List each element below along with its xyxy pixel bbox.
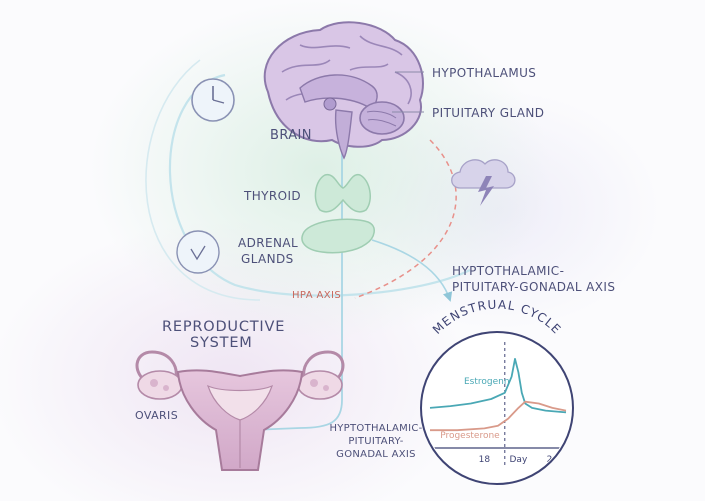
x-tick-label-1: 18 xyxy=(479,455,491,465)
hpg-bottom-label-line3: GONADAL AXIS xyxy=(336,449,416,460)
x-axis-label: Day xyxy=(510,455,528,465)
reproductive-label-line1: REPRODUCTIVE xyxy=(162,319,286,335)
brain-illustration xyxy=(263,21,424,160)
hpg-bottom-label-line1: HYPTOTHALAMIC- xyxy=(329,423,423,434)
series-label-2: Progesterone xyxy=(440,431,500,441)
series-line-1 xyxy=(429,357,567,414)
adrenal-to-cycle-arrow xyxy=(371,239,453,302)
adrenal-label-line1: ADRENAL xyxy=(238,236,299,250)
brain-to-repro-line xyxy=(247,150,343,436)
hpa-axis-label: HPA AXIS xyxy=(292,290,342,301)
uterus-illustration xyxy=(135,350,345,471)
ovaries-label: OVARIS xyxy=(135,409,179,422)
hpa-axis-curve xyxy=(168,73,471,297)
thyroid-label: THYROID xyxy=(244,189,302,203)
storm-cloud-icon xyxy=(451,159,516,206)
clock-icon xyxy=(191,78,235,122)
hpg-axis-label-line2: PITUITARY-GONADAL AXIS xyxy=(452,280,616,294)
hpg-axis-label-line1: HYPTOTHALAMIC- xyxy=(452,264,565,278)
emotion-circle-icon xyxy=(176,230,220,274)
series-label-1: Estrogenn xyxy=(464,377,510,387)
left-feedback-curve xyxy=(145,59,261,301)
hpg-bottom-label-line2: PITUITARY- xyxy=(348,436,404,447)
stress-dashed-line xyxy=(354,139,457,299)
adrenal-label-line2: GLANDS xyxy=(241,252,294,266)
hypothalamus-label: HYPOTHALAMUS xyxy=(432,66,537,80)
reproductive-label-line2: SYSTEM xyxy=(190,335,253,351)
adrenal-illustration xyxy=(301,218,375,254)
brain-label: BRAIN xyxy=(270,128,312,143)
thyroid-illustration xyxy=(314,173,372,213)
pituitary-label: PITUITARY GLAND xyxy=(432,106,545,120)
series-line-2 xyxy=(430,400,567,432)
cycle-chart-frame xyxy=(420,331,574,485)
